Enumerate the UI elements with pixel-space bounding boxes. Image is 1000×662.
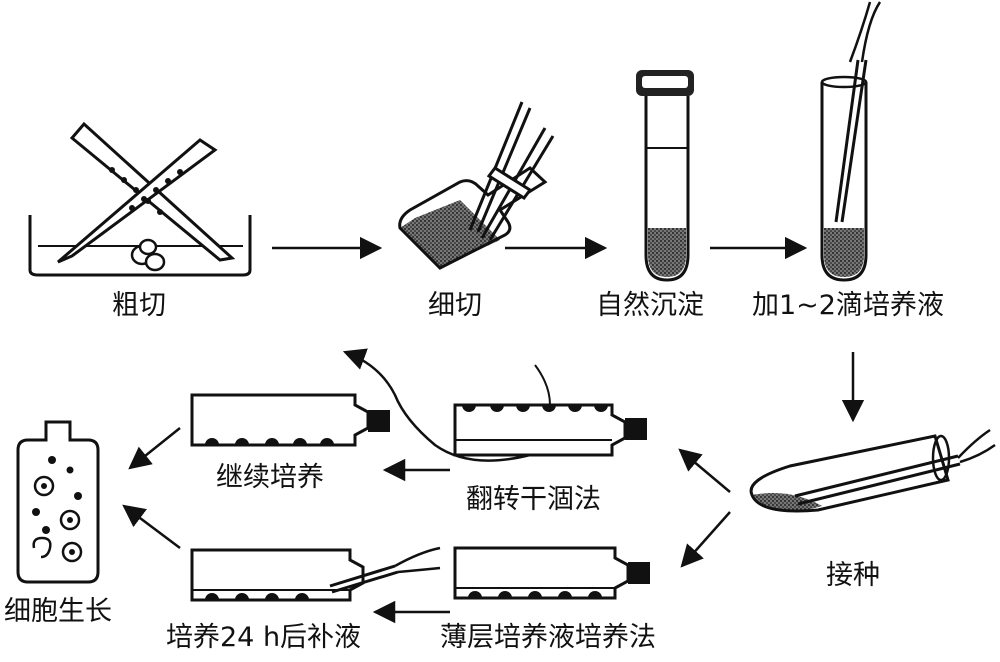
label-coarse-cut: 粗切 — [112, 290, 166, 321]
label-add-medium: 加1~2滴培养液 — [752, 290, 944, 321]
label-settle: 自然沉淀 — [596, 290, 704, 321]
blade-holes — [109, 167, 183, 215]
fine-cut-bottle — [398, 101, 555, 270]
thin-layer-flask — [453, 546, 650, 600]
label-continue-culture: 继续培养 — [216, 462, 324, 493]
tissue-lump — [130, 238, 166, 272]
arrow-inoculate-to-flip — [678, 448, 731, 493]
arrow-refill-to-growth — [122, 504, 181, 549]
label-flip-dry: 翻转干涸法 — [466, 484, 601, 515]
continue-culture-flask — [190, 393, 390, 447]
label-refill: 培养24 h后补液 — [166, 622, 362, 653]
arrow-inoculate-to-thin — [680, 511, 731, 568]
scissors-blade-2 — [57, 138, 218, 264]
flip-dry-flask — [453, 364, 647, 457]
medium-tube — [820, 1, 882, 282]
arrow-continue-to-growth — [128, 427, 181, 470]
label-cell-growth: 细胞生长 — [4, 596, 112, 627]
label-fine-cut: 细切 — [428, 290, 482, 321]
refill-flask — [190, 546, 441, 602]
label-thin-layer: 薄层培养液培养法 — [440, 622, 656, 653]
inoculation-flask — [749, 428, 996, 513]
label-inoculate: 接种 — [826, 560, 880, 591]
settling-tube — [636, 70, 694, 282]
arrow-flip-back-curve — [342, 348, 531, 462]
cell-growth-bottle — [16, 420, 100, 584]
